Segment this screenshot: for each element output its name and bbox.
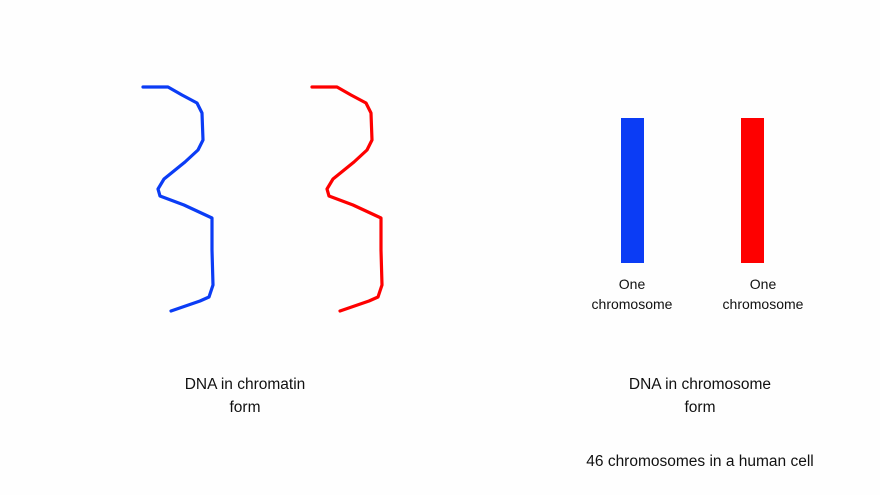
chromosome-caption-line1: DNA in chromosome — [628, 376, 772, 393]
chromosome-bar-blue — [621, 118, 644, 263]
chromosome-label-red-line2: chromosome — [722, 296, 804, 312]
chromosome-label-blue-line1: One — [618, 276, 646, 292]
chromatin-caption-line2: form — [229, 399, 261, 416]
chromosome-label-blue-line2: chromosome — [591, 296, 673, 312]
chromosome-label-blue: One chromosome — [572, 274, 692, 314]
chromosome-caption-line2: form — [684, 399, 716, 416]
chromosome-caption: DNA in chromosome form — [595, 373, 805, 419]
chromosome-label-red: One chromosome — [703, 274, 823, 314]
chromosome-bar-red — [741, 118, 764, 263]
chromatin-strand-red — [310, 85, 384, 313]
chromatin-caption: DNA in chromatin form — [150, 373, 340, 419]
chromatin-caption-line1: DNA in chromatin — [184, 376, 306, 393]
chromosome-count-note-text: 46 chromosomes in a human cell — [586, 453, 814, 470]
chromosome-label-red-line1: One — [749, 276, 777, 292]
chromatin-strand-blue — [141, 85, 215, 313]
chromosome-count-note: 46 chromosomes in a human cell — [555, 450, 845, 473]
